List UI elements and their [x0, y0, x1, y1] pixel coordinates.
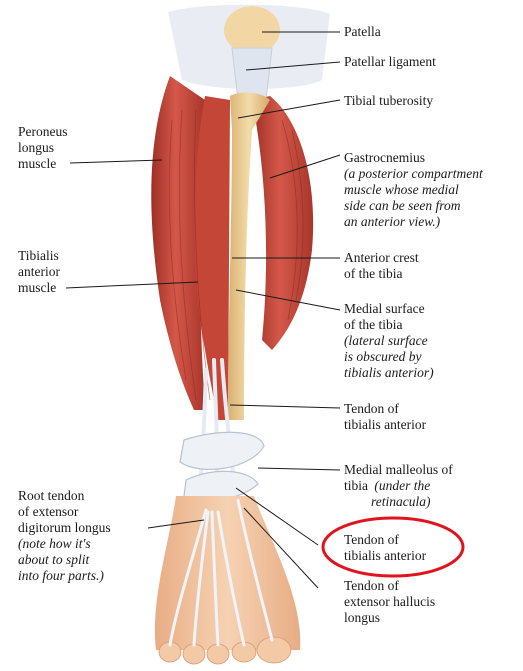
label-tendon-extensor-hallucis: Tendon of extensor hallucis longus [344, 578, 435, 626]
label-root-tendon-note: (note how it's about to split into four … [18, 536, 104, 584]
label-gastrocnemius: Gastrocnemius [344, 150, 425, 166]
label-patellar-ligament: Patellar ligament [344, 54, 436, 70]
label-tibial-tuberosity: Tibial tuberosity [344, 93, 433, 109]
label-medial-malleolus-note: (under the retinacula) [371, 478, 430, 510]
label-peroneus-longus: Peroneus longus muscle [18, 124, 68, 172]
medial-surface-note-text: (lateral surface is obscured by tibialis… [344, 333, 434, 380]
root-tendon-note-text: (note how it's about to split into four … [18, 536, 104, 583]
label-tendon-tibialis-anterior-upper: Tendon of tibialis anterior [344, 401, 426, 433]
label-tendon-tibialis-anterior-lower: Tendon of tibialis anterior [344, 532, 426, 564]
gastrocnemius-note-text: (a posterior compartment muscle whose me… [344, 166, 483, 229]
label-patella: Patella [344, 24, 381, 40]
label-root-tendon: Root tendon of extensor digitorum longus [18, 488, 111, 536]
gastrocnemius-shape [252, 96, 313, 350]
medial-malleolus-note-text: (under the retinacula) [371, 478, 430, 509]
label-gastrocnemius-note: (a posterior compartment muscle whose me… [344, 166, 483, 230]
patella-shape [224, 6, 280, 54]
patellar-ligament-shape [232, 48, 272, 100]
label-medial-surface: Medial surface of the tibia [344, 301, 425, 333]
retinacula-shape [180, 432, 264, 469]
label-medial-surface-note: (lateral surface is obscured by tibialis… [344, 333, 434, 381]
label-anterior-crest: Anterior crest of the tibia [344, 250, 419, 282]
label-tibialis-anterior-muscle: Tibialis anterior muscle [18, 248, 60, 296]
